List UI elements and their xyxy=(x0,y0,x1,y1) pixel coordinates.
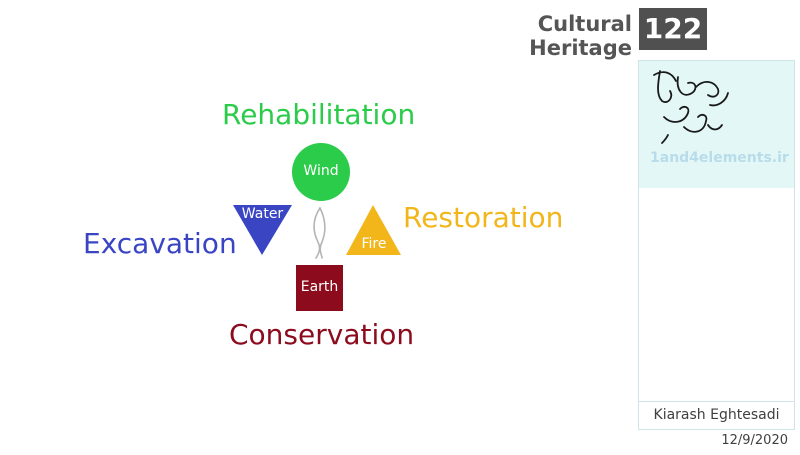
rehabilitation-label: Rehabilitation xyxy=(222,98,416,131)
slide-number-badge: 122 xyxy=(639,8,707,50)
water-triangle xyxy=(233,205,292,255)
conservation-label: Conservation xyxy=(229,318,415,351)
earth-label: Earth xyxy=(300,279,339,295)
date: 12/9/2020 xyxy=(721,433,788,448)
fire-label: Fire xyxy=(361,236,387,252)
restoration-label: Restoration xyxy=(403,201,564,234)
author-name: Kiarash Eghtesadi xyxy=(639,401,794,428)
title-line-2: Heritage xyxy=(529,36,632,60)
excavation-label: Excavation xyxy=(83,227,237,260)
flame-outline-icon xyxy=(313,207,326,259)
title-line-1: Cultural xyxy=(537,12,632,36)
website-link[interactable]: 1and4elements.ir xyxy=(650,150,789,166)
water-label: Water xyxy=(241,206,284,222)
wind-circle xyxy=(292,143,350,201)
earth-square xyxy=(296,265,343,311)
fire-triangle xyxy=(346,205,401,255)
wind-label: Wind xyxy=(303,163,339,179)
logo-panel xyxy=(639,61,794,188)
elements-diagram xyxy=(233,143,401,311)
calligraphy-logo-icon xyxy=(653,70,729,144)
